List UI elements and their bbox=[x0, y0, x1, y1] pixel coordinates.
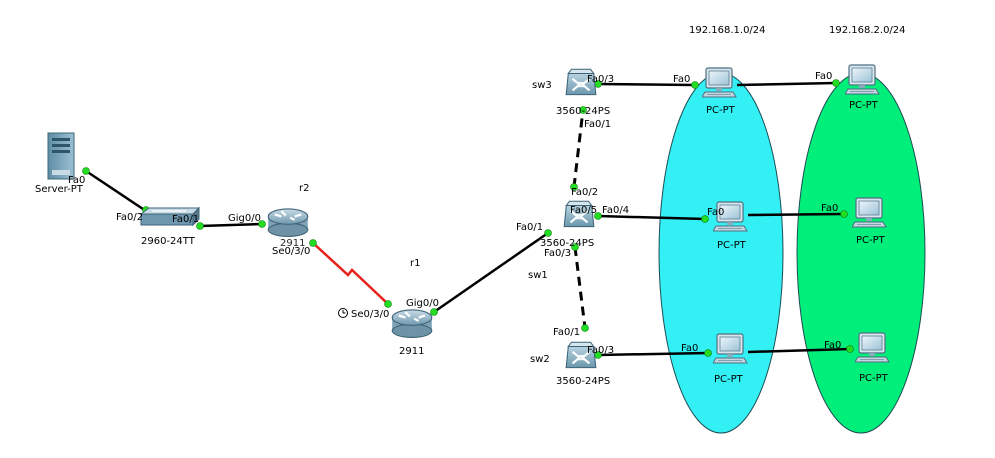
port-label: Fa0 bbox=[821, 203, 838, 214]
pc-model-label: PC-PT bbox=[706, 105, 736, 116]
subnet-label-2: 192.168.2.0/24 bbox=[829, 25, 906, 36]
pc-icon bbox=[845, 65, 879, 94]
port-labels: Fa0 Fa0/2 Fa0/1 Gig0/0 Se0/3/0 Se0/3/0 G… bbox=[68, 71, 841, 356]
router-r1-name: r1 bbox=[410, 258, 420, 269]
pc-model-label: PC-PT bbox=[856, 235, 886, 246]
link-sw2-pc5[interactable] bbox=[597, 351, 709, 357]
port-label: Fa0 bbox=[68, 175, 85, 186]
port-label: Fa0/3 bbox=[587, 74, 614, 85]
link-pc5-pc6[interactable] bbox=[747, 347, 851, 354]
switch-icon bbox=[139, 206, 201, 227]
switch-sw3-model-label: 3560-24PS bbox=[556, 106, 610, 117]
port-label: Fa0/5 bbox=[570, 205, 597, 216]
port-label: Fa0 bbox=[824, 340, 841, 351]
port-label: Fa0 bbox=[707, 207, 724, 218]
clock-icon bbox=[338, 308, 348, 318]
port-label: Gig0/0 bbox=[406, 298, 439, 309]
link-switch-r2[interactable] bbox=[199, 222, 263, 228]
pc-node-1[interactable]: PC-PT bbox=[702, 68, 736, 116]
switch-sw1-name: sw1 bbox=[528, 270, 548, 281]
link-sw1-sw2[interactable] bbox=[573, 246, 587, 329]
pc-model-label: PC-PT bbox=[714, 374, 744, 385]
port-label: Fa0/1 bbox=[584, 119, 611, 130]
link-r1-sw1[interactable] bbox=[433, 231, 549, 314]
port-label: Fa0 bbox=[681, 343, 698, 354]
pc-icon bbox=[855, 333, 889, 362]
pc-icon bbox=[702, 68, 736, 97]
server-node[interactable]: Server-PT bbox=[35, 132, 84, 195]
pc-node-5[interactable]: PC-PT bbox=[713, 334, 747, 385]
port-label: Fa0/3 bbox=[544, 248, 571, 259]
port-label: Fa0/2 bbox=[116, 212, 143, 223]
switch-sw3-node[interactable]: sw3 3560-24PS bbox=[532, 69, 610, 117]
server-icon bbox=[47, 132, 75, 180]
switch-2960-model-label: 2960-24TT bbox=[141, 236, 196, 247]
pc-icon bbox=[852, 198, 886, 227]
port-label: Fa0/3 bbox=[587, 345, 614, 356]
router-icon bbox=[268, 209, 308, 237]
switch-sw1-model-label: 3560-24PS bbox=[540, 238, 594, 249]
router-r1-model-label: 2911 bbox=[399, 346, 424, 357]
port-label: Fa0/1 bbox=[172, 214, 199, 225]
router-icon bbox=[392, 310, 432, 338]
port-label: Se0/3/0 bbox=[351, 309, 389, 320]
server-model-label: Server-PT bbox=[35, 184, 84, 195]
port-label: Fa0 bbox=[673, 74, 690, 85]
pc-node-6[interactable]: PC-PT bbox=[855, 333, 889, 384]
pc-model-label: PC-PT bbox=[717, 240, 747, 251]
pc-node-4[interactable]: PC-PT bbox=[852, 198, 886, 246]
port-label: Se0/3/0 bbox=[272, 246, 310, 257]
router-r1-node[interactable]: r1 2911 bbox=[392, 258, 432, 357]
port-label: Fa0/1 bbox=[516, 222, 543, 233]
switch-sw1-node[interactable]: 3560-24PS sw1 bbox=[528, 201, 594, 281]
port-label: Fa0/1 bbox=[553, 327, 580, 338]
link-pc1-pc2[interactable] bbox=[736, 81, 837, 87]
pc-node-2[interactable]: PC-PT bbox=[845, 65, 879, 111]
pc-model-label: PC-PT bbox=[849, 100, 879, 111]
link-sw3-pc1[interactable] bbox=[597, 82, 696, 87]
switch-sw2-name: sw2 bbox=[530, 354, 550, 365]
switch-sw2-node[interactable]: sw2 3560-24PS bbox=[530, 342, 610, 387]
port-label: Gig0/0 bbox=[228, 213, 261, 224]
router-r2-name: r2 bbox=[299, 183, 309, 194]
link-serial-r2-r1[interactable] bbox=[312, 242, 389, 305]
router-r2-model-label: 2911 bbox=[280, 238, 305, 249]
router-r2-node[interactable]: r2 2911 bbox=[268, 183, 309, 249]
pc-model-label: PC-PT bbox=[859, 373, 889, 384]
link-sw1-sw3[interactable] bbox=[572, 109, 585, 188]
switch-sw2-model-label: 3560-24PS bbox=[556, 376, 610, 387]
link-server-switch[interactable] bbox=[85, 169, 147, 213]
port-label: Fa0 bbox=[815, 71, 832, 82]
pc-node-3[interactable]: PC-PT bbox=[713, 202, 747, 251]
link-sw1-pc3[interactable] bbox=[597, 214, 706, 221]
subnet-label-1: 192.168.1.0/24 bbox=[689, 25, 766, 36]
links bbox=[85, 81, 851, 357]
port-label: Fa0/4 bbox=[602, 205, 629, 216]
switch-sw3-name: sw3 bbox=[532, 80, 552, 91]
port-label: Fa0/2 bbox=[571, 187, 598, 198]
link-pc3-pc4[interactable] bbox=[747, 212, 845, 217]
pc-icon bbox=[713, 334, 747, 363]
switch-2960-node[interactable]: 2960-24TT bbox=[139, 206, 201, 247]
